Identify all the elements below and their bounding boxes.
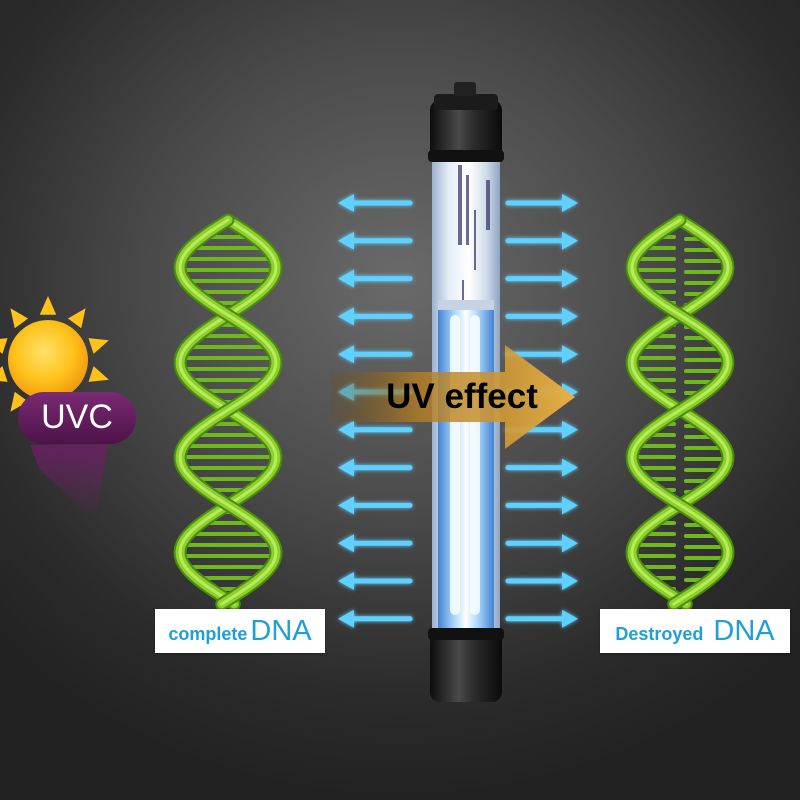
arrow-head: [562, 420, 578, 439]
arrow-head: [338, 496, 354, 515]
arrow-head: [562, 269, 578, 288]
sun-ray: [67, 308, 86, 329]
uvc-badge: [18, 392, 136, 520]
arrow-head: [338, 458, 354, 477]
sun-ray: [88, 338, 109, 354]
sun-ray: [88, 366, 109, 382]
destroyed-dna-label-big: DNA: [713, 615, 775, 647]
arrow-head: [338, 609, 354, 628]
complete-dna-label-big: DNA: [250, 615, 312, 647]
dna-strand-highlight: [630, 218, 730, 606]
arrow-head: [562, 458, 578, 477]
arrow-head: [562, 572, 578, 590]
arrow-head: [338, 572, 354, 590]
uvc-badge-label: UVC: [41, 397, 113, 436]
arrow-head: [562, 345, 578, 364]
sun-ray: [10, 308, 29, 329]
uv-effect-arrow: [330, 345, 575, 449]
destroyed-dna-label-small: Destroyed: [615, 624, 704, 644]
arrow-head: [338, 534, 354, 553]
sun-ray: [10, 391, 29, 412]
dna-helix-complete: [173, 213, 283, 611]
arrow-head: [338, 231, 354, 250]
arrow-head: [562, 534, 578, 553]
sun-ray: [0, 366, 8, 382]
complete-dna-label: complete DNA: [155, 609, 325, 653]
arrow-head: [338, 194, 354, 212]
arrow-head: [562, 609, 578, 628]
sun-ray: [39, 296, 57, 315]
destroyed-dna-label: Destroyed DNA: [600, 609, 790, 653]
arrow-head: [562, 231, 578, 250]
dna-helix-destroyed: [625, 213, 735, 611]
arrow-head: [338, 420, 354, 439]
arrow-head: [562, 496, 578, 515]
uv-effect-label: UV effect: [386, 377, 538, 416]
dna-strand-highlight: [178, 218, 278, 606]
sun-ray: [0, 338, 8, 354]
arrow-head: [338, 269, 354, 288]
arrow-head: [338, 307, 354, 326]
complete-dna-label-small: complete: [168, 624, 248, 644]
arrow-head: [562, 194, 578, 212]
arrow-head: [562, 307, 578, 326]
arrow-head: [338, 345, 354, 364]
